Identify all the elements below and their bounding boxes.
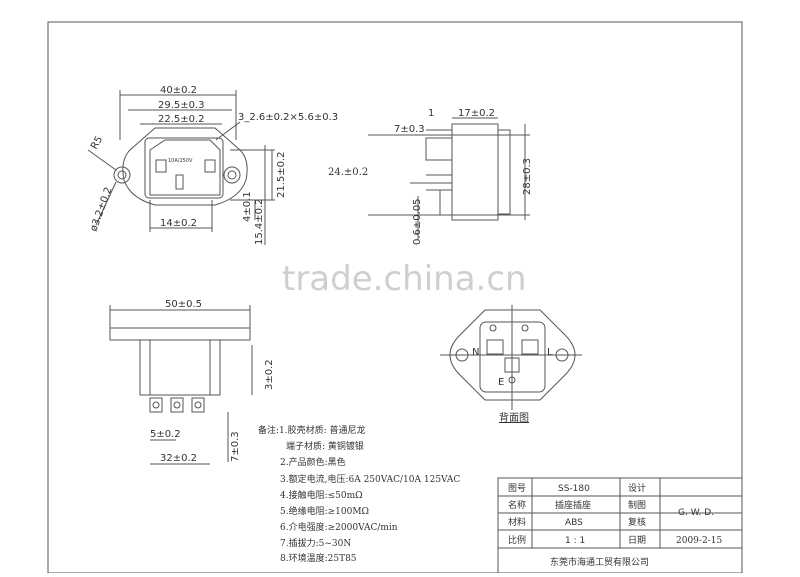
dim-7: 7±0.3 (394, 124, 425, 135)
note-8: 8.环境温度:25T85 (280, 552, 357, 564)
dim-40: 40±0.2 (160, 85, 197, 96)
dim-24: 24.±0.2 (328, 167, 368, 178)
bottom-view (109, 305, 253, 465)
dim-15-4: 15.4±0.2 (254, 198, 265, 245)
dim-32: 32±0.2 (160, 453, 197, 464)
note-1: 备注:1.胶壳材质: 普通尼龙 (258, 424, 366, 436)
terminal-e: E (498, 377, 504, 388)
dim-7-bottom: 7±0.3 (230, 431, 241, 462)
tb-r3-c1: 材料 (508, 516, 526, 528)
dim-14: 14±0.2 (160, 218, 197, 229)
note-1b: 端子材质: 黄铜镀银 (286, 440, 364, 452)
title-block (497, 477, 743, 574)
tb-r1-c2: SS-180 (558, 484, 590, 494)
back-view-caption: 背面图 (499, 411, 529, 424)
dim-22-5: 22.5±0.2 (158, 114, 205, 125)
dim-17: 17±0.2 (458, 108, 495, 119)
front-view (87, 90, 275, 245)
terminal-n: N (472, 347, 479, 358)
side-view (368, 117, 530, 240)
tb-r3-c3: 复核 (628, 516, 646, 528)
tb-r3-c2: ABS (565, 518, 583, 528)
dim-3: 3±0.2 (264, 359, 275, 390)
tb-company: 东莞市海通工贸有限公司 (550, 556, 649, 568)
tb-r4-c1: 比例 (508, 534, 526, 546)
tb-r2-c3: 制图 (628, 499, 646, 511)
dim-radius: R5 (89, 134, 105, 151)
dim-hole-dia: ø3.2±0.2 (88, 186, 114, 233)
dim-50: 50±0.5 (165, 299, 202, 310)
tb-r4-c2: 1 : 1 (565, 536, 585, 546)
dim-1: 1 (428, 108, 434, 119)
tb-r2-c1: 名称 (508, 499, 526, 511)
back-view (440, 305, 582, 410)
note-5: 5.绝缘电阻:≥100MΩ (280, 505, 369, 517)
terminal-l: L (547, 347, 553, 358)
note-3: 3.额定电流,电压:6A 250VAC/10A 125VAC (280, 473, 460, 485)
dim-holes: 3_2.6±0.2×5.6±0.3 (238, 112, 338, 123)
tb-r4-c3: 日期 (628, 535, 646, 546)
tb-r2-c2: 插座插座 (555, 499, 591, 511)
tb-r4-c4: 2009-2-15 (676, 536, 722, 546)
tb-r1-c1: 图号 (508, 483, 526, 494)
dim-21-5: 21.5±0.2 (276, 151, 287, 198)
dim-5: 5±0.2 (150, 429, 181, 440)
rating-mark: 10A/250V (168, 158, 193, 164)
tb-r2-c4: G. W. D. (678, 508, 714, 518)
tb-r1-c3: 设计 (628, 482, 646, 494)
note-7: 7.插拔力:5~30N (280, 537, 351, 549)
notes: 备注:1.胶壳材质: 普通尼龙 端子材质: 黄铜镀银 2.产品颜色:黑色 3.额… (258, 424, 460, 564)
dim-29-5: 29.5±0.3 (158, 100, 205, 111)
watermark: trade.china.cn (282, 259, 527, 299)
dim-0-6: 0.6±0.05 (412, 198, 423, 245)
dim-4: 4±0.1 (242, 191, 253, 222)
note-6: 6.介电强度:≥2000VAC/min (280, 521, 398, 533)
note-4: 4.接触电阻:≤50mΩ (280, 489, 363, 501)
dim-28: 28±0.3 (522, 158, 533, 195)
note-2: 2.产品颜色:黑色 (280, 456, 346, 468)
